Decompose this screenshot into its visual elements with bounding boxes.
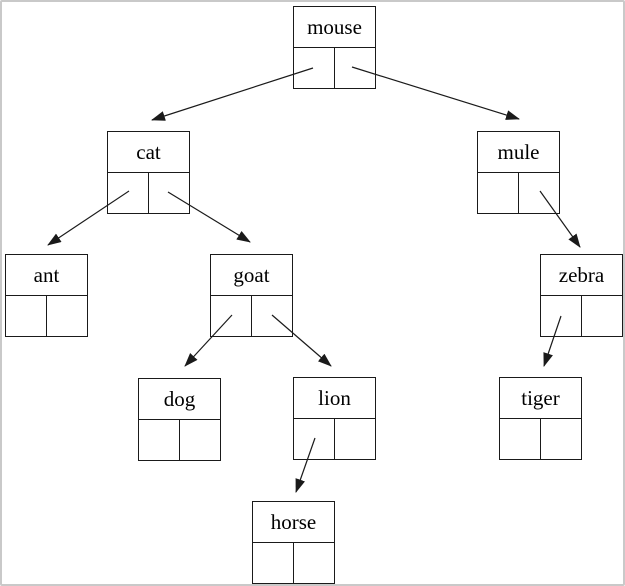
right-pointer-cell xyxy=(540,419,581,459)
right-pointer-cell xyxy=(46,296,87,336)
tree-node-cat: cat xyxy=(107,131,190,214)
left-pointer-cell xyxy=(478,173,518,213)
tree-node-goat: goat xyxy=(210,254,293,337)
tree-node-lion: lion xyxy=(293,377,376,460)
right-pointer-cell xyxy=(334,419,375,459)
node-pointer-cells xyxy=(540,296,623,337)
node-label: dog xyxy=(138,378,221,420)
node-label: cat xyxy=(107,131,190,173)
right-pointer-cell xyxy=(581,296,622,336)
left-pointer-cell xyxy=(6,296,46,336)
node-label: mouse xyxy=(293,6,376,48)
tree-node-horse: horse xyxy=(252,501,335,584)
left-pointer-cell xyxy=(541,296,581,336)
node-label: ant xyxy=(5,254,88,296)
edge-mouse-cat xyxy=(151,67,314,121)
tree-node-tiger: tiger xyxy=(499,377,582,460)
node-pointer-cells xyxy=(210,296,293,337)
node-pointer-cells xyxy=(107,173,190,214)
right-pointer-cell xyxy=(251,296,292,336)
node-label: zebra xyxy=(540,254,623,296)
left-pointer-cell xyxy=(253,543,293,583)
node-label: horse xyxy=(252,501,335,543)
right-pointer-cell xyxy=(293,543,334,583)
tree-node-dog: dog xyxy=(138,378,221,461)
tree-node-ant: ant xyxy=(5,254,88,337)
right-pointer-cell xyxy=(518,173,559,213)
left-pointer-cell xyxy=(500,419,540,459)
node-pointer-cells xyxy=(477,173,560,214)
left-pointer-cell xyxy=(294,48,334,88)
edge-mouse-mule xyxy=(351,66,520,120)
node-pointer-cells xyxy=(252,543,335,584)
right-pointer-cell xyxy=(179,420,220,460)
tree-node-mouse: mouse xyxy=(293,6,376,89)
left-pointer-cell xyxy=(108,173,148,213)
left-pointer-cell xyxy=(211,296,251,336)
node-label: goat xyxy=(210,254,293,296)
node-pointer-cells xyxy=(499,419,582,460)
right-pointer-cell xyxy=(148,173,189,213)
node-label: mule xyxy=(477,131,560,173)
node-pointer-cells xyxy=(293,419,376,460)
node-label: tiger xyxy=(499,377,582,419)
node-pointer-cells xyxy=(138,420,221,461)
right-pointer-cell xyxy=(334,48,375,88)
node-pointer-cells xyxy=(5,296,88,337)
left-pointer-cell xyxy=(294,419,334,459)
left-pointer-cell xyxy=(139,420,179,460)
node-pointer-cells xyxy=(293,48,376,89)
tree-node-zebra: zebra xyxy=(540,254,623,337)
node-label: lion xyxy=(293,377,376,419)
tree-node-mule: mule xyxy=(477,131,560,214)
